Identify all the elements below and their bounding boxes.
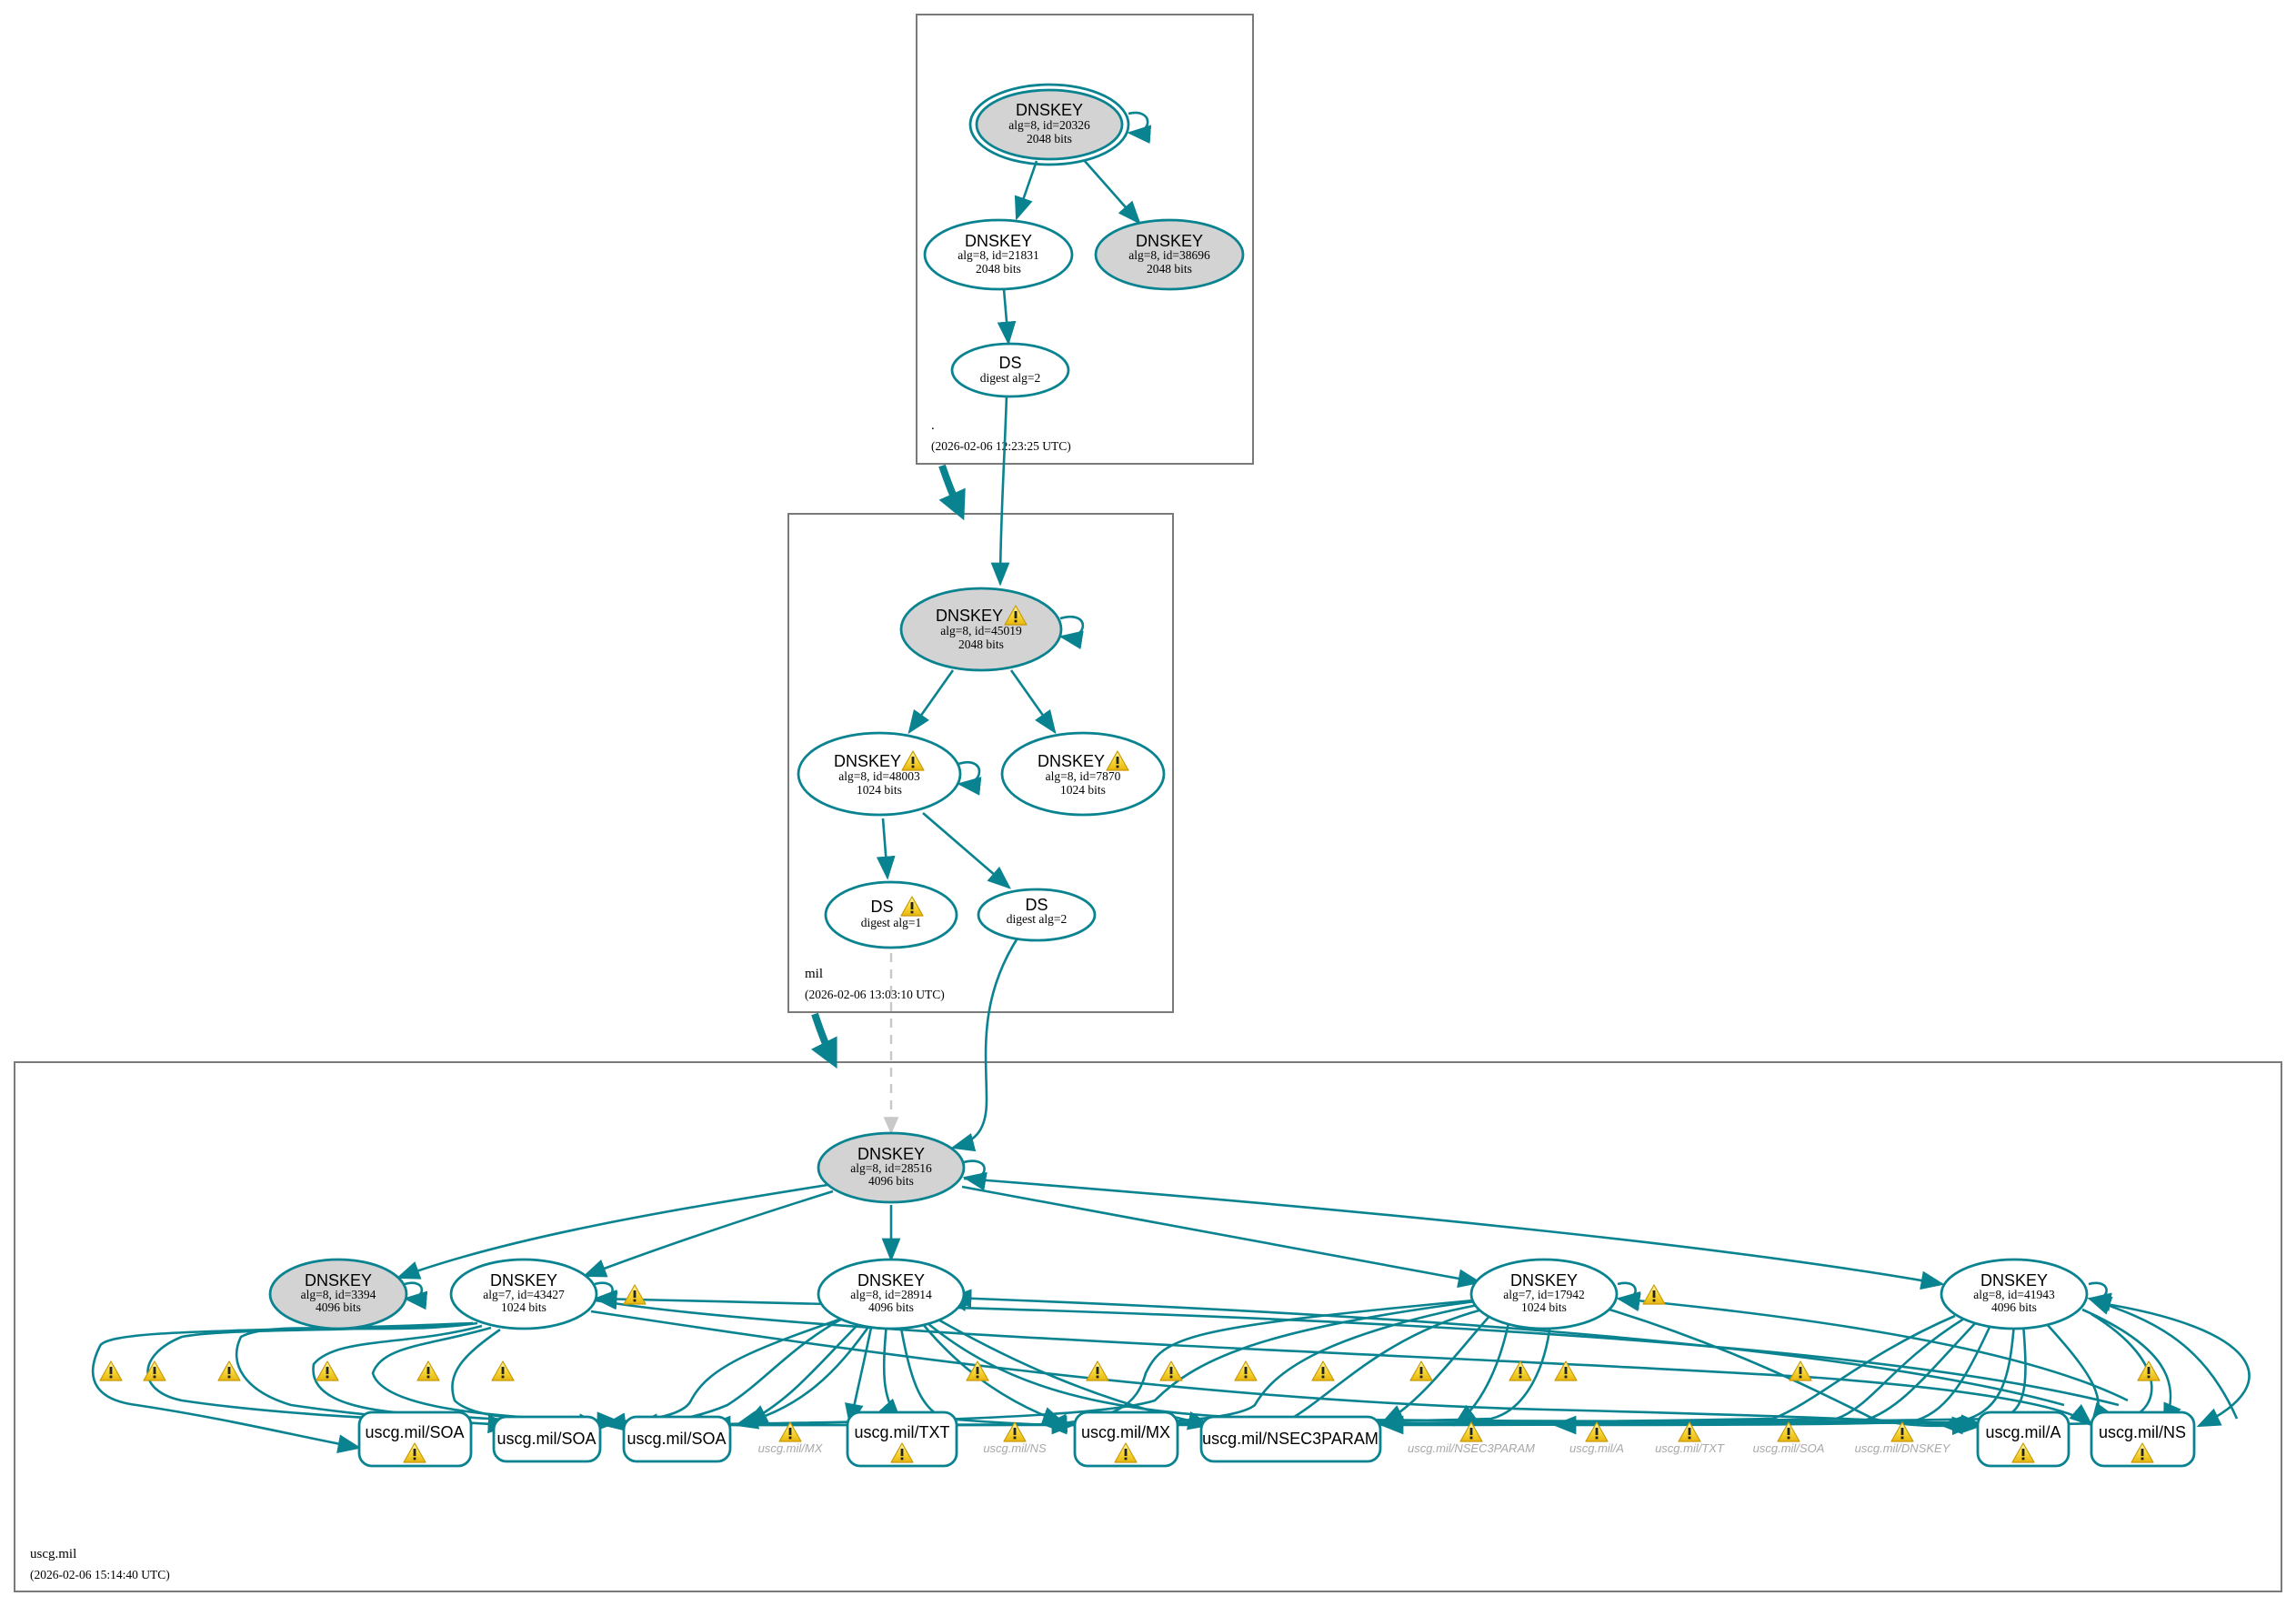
ghost-rrset-label: uscg.mil/SOA xyxy=(1753,1441,1825,1455)
zone-mil-name: mil xyxy=(805,967,823,981)
node-key-size: 4096 bits xyxy=(1991,1300,2037,1314)
delegation-mil-to-uscg xyxy=(810,1012,837,1069)
node-key-size: 1024 bits xyxy=(1060,783,1106,797)
rrset-label: uscg.mil/A xyxy=(1985,1423,2060,1441)
rrset-label: uscg.mil/NSEC3PARAM xyxy=(1202,1430,1379,1448)
ghost-rrset-label: uscg.mil/TXT xyxy=(1655,1441,1725,1455)
node-title: DNSKEY xyxy=(857,1271,925,1290)
mil-edges xyxy=(876,616,1085,1152)
node-uscg-key-43427[interactable]: DNSKEY alg=7, id=43427 1024 bits xyxy=(449,1258,598,1330)
node-title: DNSKEY xyxy=(1038,752,1105,770)
node-key-size: 2048 bits xyxy=(1147,262,1192,276)
rrset-label: uscg.mil/NS xyxy=(2099,1423,2186,1441)
node-title: DNSKEY xyxy=(857,1145,925,1163)
node-key-size: 4096 bits xyxy=(868,1300,914,1314)
node-key-id: alg=8, id=7870 xyxy=(1046,769,1121,783)
node-root-ksk-38696[interactable]: DNSKEY alg=8, id=38696 2048 bits xyxy=(1094,218,1245,291)
node-mil-ds-1[interactable]: DS digest alg=1 xyxy=(824,880,958,949)
delegation-root-to-mil xyxy=(938,464,966,521)
node-title: DNSKEY xyxy=(936,607,1003,625)
ghost-rrset-label: uscg.mil/NS xyxy=(983,1441,1047,1455)
node-mil-ds-2[interactable]: DS digest alg=2 xyxy=(977,888,1097,942)
rrset-label: uscg.mil/MX xyxy=(1081,1423,1170,1441)
ghost-rrset-label: uscg.mil/NSEC3PARAM xyxy=(1408,1441,1535,1455)
rrset-a[interactable]: uscg.mil/A xyxy=(1976,1410,2070,1468)
zone-root-timestamp: (2026-02-06 12:23:25 UTC) xyxy=(931,439,1071,453)
node-title: DNSKEY xyxy=(965,232,1032,250)
ghost-rrset-dnskey[interactable]: uscg.mil/DNSKEY xyxy=(1855,1421,1951,1455)
ghost-rrset-a[interactable]: uscg.mil/A xyxy=(1569,1421,1624,1455)
node-digest: digest alg=2 xyxy=(980,371,1040,385)
ghost-rrset-ns[interactable]: uscg.mil/NS xyxy=(983,1421,1047,1455)
node-mil-zsk-48003[interactable]: DNSKEY alg=8, id=48003 1024 bits xyxy=(797,731,962,817)
rrset-label: uscg.mil/SOA xyxy=(496,1430,596,1448)
zone-uscg-timestamp: (2026-02-06 15:14:40 UTC) xyxy=(30,1568,170,1581)
rrset-soa-3[interactable]: uscg.mil/SOA xyxy=(622,1415,732,1463)
rrset-ns[interactable]: uscg.mil/NS xyxy=(2090,1410,2196,1468)
node-key-size: 4096 bits xyxy=(316,1300,361,1314)
node-uscg-ksk[interactable]: DNSKEY alg=8, id=28516 4096 bits xyxy=(817,1131,966,1204)
root-edges xyxy=(990,111,1152,587)
node-title: DNSKEY xyxy=(1980,1271,2048,1290)
node-key-size: 2048 bits xyxy=(958,637,1004,651)
rrset-label: uscg.mil/SOA xyxy=(627,1430,726,1448)
node-mil-ksk[interactable]: DNSKEY alg=8, id=45019 2048 bits xyxy=(899,587,1063,672)
node-title: DS xyxy=(1025,896,1048,914)
node-title: DS xyxy=(870,898,893,916)
rrset-soa-1[interactable]: uscg.mil/SOA xyxy=(357,1410,473,1468)
ghost-rrset-soa[interactable]: uscg.mil/SOA xyxy=(1753,1421,1825,1455)
zone-root-name: . xyxy=(931,418,935,433)
node-key-size: 1024 bits xyxy=(501,1300,546,1314)
node-key-size: 2048 bits xyxy=(1027,132,1072,146)
rrset-nsec3param[interactable]: uscg.mil/NSEC3PARAM xyxy=(1199,1415,1382,1463)
node-key-id: alg=7, id=43427 xyxy=(483,1288,565,1301)
rrset-label: uscg.mil/SOA xyxy=(365,1423,464,1441)
node-title: DNSKEY xyxy=(490,1271,557,1290)
node-mil-zsk-7870[interactable]: DNSKEY alg=8, id=7870 1024 bits xyxy=(1000,731,1166,817)
node-key-size: 1024 bits xyxy=(1521,1300,1567,1314)
node-key-id: alg=8, id=3394 xyxy=(301,1288,376,1301)
ghost-rrset-nsec3param[interactable]: uscg.mil/NSEC3PARAM xyxy=(1408,1421,1535,1455)
node-title: DNSKEY xyxy=(305,1271,372,1290)
node-root-zsk[interactable]: DNSKEY alg=8, id=21831 2048 bits xyxy=(923,218,1074,291)
ghost-rrset-label: uscg.mil/MX xyxy=(758,1441,824,1455)
ghost-rrset-txt[interactable]: uscg.mil/TXT xyxy=(1655,1421,1725,1455)
node-key-id: alg=8, id=48003 xyxy=(838,769,920,783)
node-title: DNSKEY xyxy=(1136,232,1203,250)
node-title: DNSKEY xyxy=(1510,1271,1578,1290)
node-key-id: alg=7, id=17942 xyxy=(1503,1288,1584,1301)
rrset-txt[interactable]: uscg.mil/TXT xyxy=(846,1410,958,1468)
node-key-size: 4096 bits xyxy=(868,1174,914,1188)
node-title: DS xyxy=(998,354,1021,372)
ghost-rrset-label: uscg.mil/A xyxy=(1569,1441,1624,1455)
node-key-id: alg=8, id=21831 xyxy=(958,248,1038,262)
node-uscg-key-41943[interactable]: DNSKEY alg=8, id=41943 4096 bits xyxy=(1940,1258,2089,1330)
rrset-mx[interactable]: uscg.mil/MX xyxy=(1073,1410,1179,1468)
node-key-id: alg=8, id=20326 xyxy=(1008,118,1090,132)
zone-uscg-name: uscg.mil xyxy=(30,1547,76,1561)
zone-mil-timestamp: (2026-02-06 13:03:10 UTC) xyxy=(805,988,945,1001)
ghost-rrset-label: uscg.mil/DNSKEY xyxy=(1855,1441,1951,1455)
rrset-soa-2[interactable]: uscg.mil/SOA xyxy=(492,1415,602,1463)
node-key-size: 1024 bits xyxy=(857,783,902,797)
node-key-id: alg=8, id=28914 xyxy=(850,1288,932,1301)
node-root-ksk[interactable]: DNSKEY alg=8, id=20326 2048 bits xyxy=(968,83,1130,166)
node-digest: digest alg=2 xyxy=(1007,912,1067,926)
node-uscg-key-17942[interactable]: DNSKEY alg=7, id=17942 1024 bits xyxy=(1469,1258,1619,1330)
node-digest: digest alg=1 xyxy=(861,916,921,929)
ghost-rrset-mx[interactable]: uscg.mil/MX xyxy=(758,1421,824,1455)
node-uscg-key-28914[interactable]: DNSKEY alg=8, id=28914 4096 bits xyxy=(817,1258,966,1330)
node-title: DNSKEY xyxy=(834,752,901,770)
node-key-id: alg=8, id=28516 xyxy=(850,1161,932,1175)
node-root-ds[interactable]: DS digest alg=2 xyxy=(950,342,1070,398)
node-key-id: alg=8, id=45019 xyxy=(940,624,1022,637)
node-uscg-key-3394[interactable]: DNSKEY alg=8, id=3394 4096 bits xyxy=(268,1258,408,1330)
node-key-size: 2048 bits xyxy=(976,262,1021,276)
node-key-id: alg=8, id=41943 xyxy=(1973,1288,2055,1301)
node-title: DNSKEY xyxy=(1016,101,1083,119)
rrset-label: uscg.mil/TXT xyxy=(854,1423,949,1441)
node-key-id: alg=8, id=38696 xyxy=(1128,248,1210,262)
